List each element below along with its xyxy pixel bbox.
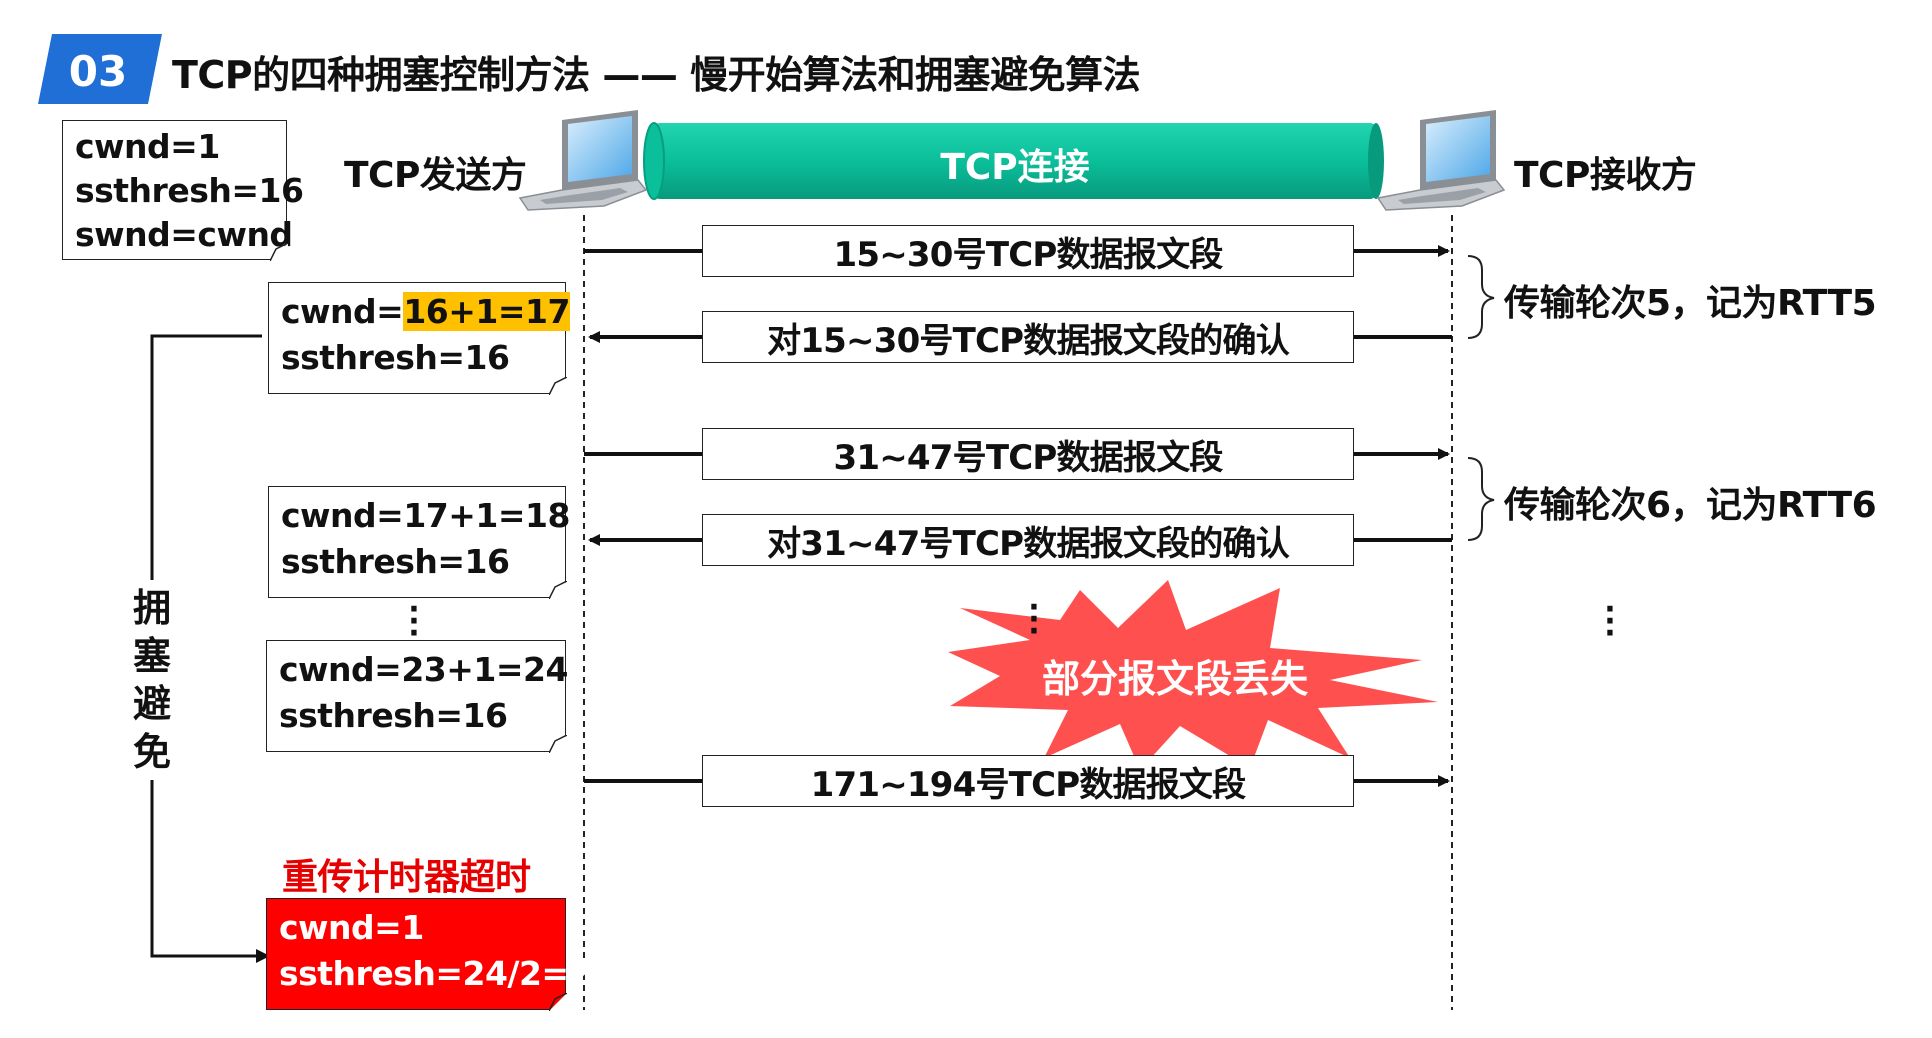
state1-ssthresh: ssthresh=16 — [281, 338, 510, 377]
state-box-3: cwnd=23+1=24 ssthresh=16 — [266, 640, 568, 753]
initial-swnd: swnd=cwnd — [75, 215, 293, 254]
state-box-1: cwnd=16+1=17 ssthresh=16 — [268, 282, 570, 395]
segment-box-3: 171~194号TCP数据报文段 — [702, 755, 1354, 807]
loss-label: 部分报文段丢失 — [1041, 657, 1308, 701]
round-brace-2 — [1467, 457, 1495, 541]
connection-label: TCP连接 — [940, 147, 1090, 188]
section-badge-number: 03 — [69, 47, 127, 96]
round-brace-1 — [1467, 255, 1495, 339]
sender-laptop-icon — [518, 110, 648, 211]
loss-burst-icon — [948, 580, 1438, 770]
phase-label-text: 拥塞避免 — [132, 586, 171, 774]
section-badge: 03 — [38, 34, 162, 104]
connection-tube — [643, 122, 1384, 200]
initial-cwnd: cwnd=1 — [75, 127, 220, 166]
receiver-laptop-icon — [1376, 110, 1506, 211]
page-title: TCP的四种拥塞控制方法 —— 慢开始算法和拥塞避免算法 — [172, 53, 1141, 97]
initial-state-box: cwnd=1 ssthresh=16 swnd=cwnd — [62, 120, 304, 261]
segment-box-1: 15~30号TCP数据报文段 — [702, 225, 1354, 277]
timeout-ssthresh: ssthresh=24/2=2 — [279, 954, 592, 993]
state1-cwnd-value: 16+1=17 — [403, 292, 570, 331]
timeout-state-box: cwnd=1 ssthresh=24/2=2 — [266, 898, 592, 1011]
timeout-cwnd: cwnd=1 — [279, 908, 424, 947]
round-label-6: 传输轮次6，记为RTT6 — [1504, 485, 1877, 526]
receiver-label: TCP接收方 — [1514, 155, 1697, 196]
initial-ssthresh: ssthresh=16 — [75, 171, 304, 210]
timeout-label: 重传计时器超时 — [282, 857, 531, 898]
state3-ssthresh: ssthresh=16 — [279, 696, 508, 735]
ellipsis-rounds: ··· — [1604, 592, 1616, 651]
state3-cwnd: cwnd=23+1=24 — [279, 650, 568, 689]
ellipsis-segments: ··· — [1028, 590, 1040, 649]
ellipsis-states: ··· — [408, 592, 420, 651]
state2-cwnd: cwnd=17+1=18 — [281, 496, 570, 535]
ack-box-1: 对15~30号TCP数据报文段的确认 — [702, 311, 1354, 363]
state2-ssthresh: ssthresh=16 — [281, 542, 510, 581]
sender-label: TCP发送方 — [344, 155, 527, 196]
ack-box-2: 对31~47号TCP数据报文段的确认 — [702, 514, 1354, 566]
round-label-5: 传输轮次5，记为RTT5 — [1504, 283, 1877, 324]
phase-label: 拥塞避免 — [128, 580, 176, 780]
state1-cwnd-prefix: cwnd= — [281, 292, 404, 331]
segment-box-2: 31~47号TCP数据报文段 — [702, 428, 1354, 480]
state-box-2: cwnd=17+1=18 ssthresh=16 — [268, 486, 570, 599]
